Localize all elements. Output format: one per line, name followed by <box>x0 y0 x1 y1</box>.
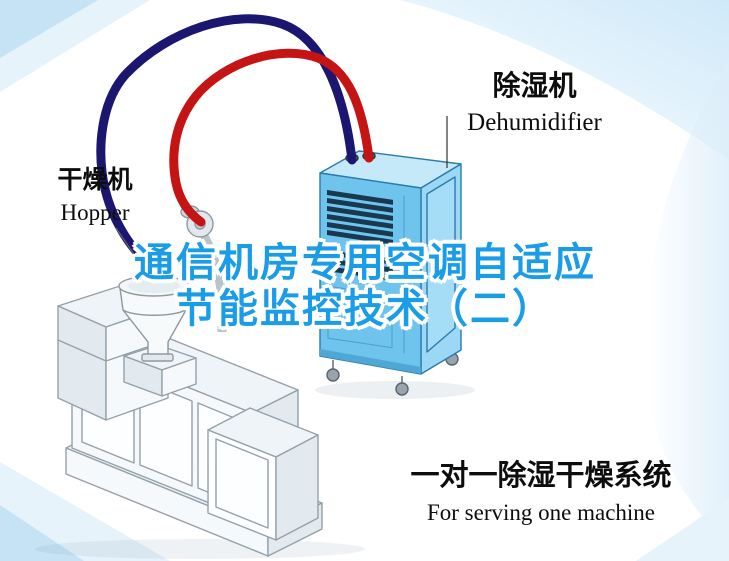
dehumidifier-label-group: 除湿机 Dehumidifier <box>447 64 622 137</box>
hopper-neck-flange <box>141 353 174 362</box>
dehumidifier-label-en: Dehumidifier <box>467 109 602 136</box>
blower-downpipe <box>200 233 227 332</box>
hopper-label-en: Hopper <box>60 200 130 225</box>
cabinet-door-frame <box>215 438 269 529</box>
lower-panel-frame <box>327 285 393 349</box>
vent-grille <box>327 190 405 354</box>
corner-wedge-bottomleft <box>0 505 84 561</box>
hopper-lid-inner <box>128 279 180 293</box>
dehumidifier-base-trim <box>320 349 421 374</box>
pointer-lines <box>115 116 448 267</box>
vent-slats <box>327 190 393 281</box>
article-title-line1: 通信机房专用空调自适应 <box>134 241 596 285</box>
supply-hose-red <box>169 48 374 227</box>
system-caption-en: For serving one machine <box>426 500 656 525</box>
hopper-seam <box>122 309 186 316</box>
pedestal-front <box>161 357 197 397</box>
hopper-label-group: 干燥机 Hopper <box>40 160 150 226</box>
system-caption-cn: 一对一除湿干燥系统 <box>410 460 672 492</box>
corner-wedge-topleft <box>0 0 98 58</box>
side-door <box>426 176 456 353</box>
top-right-glow <box>400 0 729 160</box>
gearbox-trim <box>57 339 107 362</box>
dehumidifier-shadow <box>315 381 475 399</box>
article-title-line2: 节能监控技术（二） <box>176 287 554 331</box>
dehumidifier-label-cn: 除湿机 <box>492 70 577 101</box>
cabinet-end <box>275 434 319 541</box>
hopper-label-cn: 干燥机 <box>57 166 133 194</box>
hoses <box>96 14 374 267</box>
corner-wedge-bottomright <box>636 498 729 561</box>
extruder-machine <box>57 285 323 557</box>
hopper-pointer-line <box>115 227 143 267</box>
right-swoosh <box>646 60 729 545</box>
door-panel-2 <box>139 379 193 487</box>
caster-wheel-1 <box>326 368 340 382</box>
article-title: 通信机房专用空调自适应 节能监控技术（二） <box>20 240 710 332</box>
extruder-shadow <box>35 539 365 559</box>
caster-wheel-2 <box>395 382 409 396</box>
dehumidifier-unit <box>319 150 462 396</box>
system-caption-group: 一对一除湿干燥系统 For serving one machine <box>398 452 684 526</box>
